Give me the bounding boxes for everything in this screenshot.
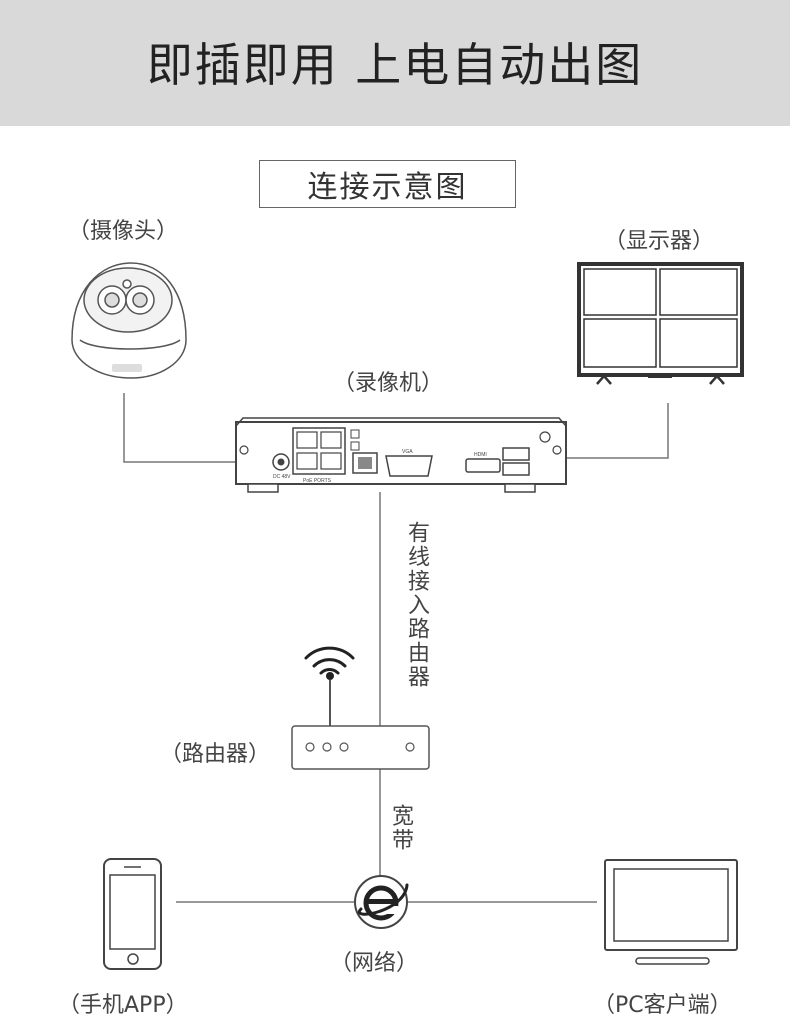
camera-icon — [71, 262, 187, 379]
phone-label: （手机APP） — [58, 993, 188, 1018]
nvr-hdmi-label: HDMI — [474, 452, 487, 458]
wifi-icon — [304, 646, 355, 680]
header-banner: 即插即用 上电自动出图 — [0, 0, 790, 126]
pc-label: （PC客户端） — [593, 993, 732, 1018]
nvr-dc-label: DC 48V — [273, 474, 291, 480]
internet-icon — [354, 875, 409, 929]
connection-lines — [123, 393, 669, 903]
nvr-poe-label: PoE PORTS — [303, 478, 332, 484]
monitor-label: （显示器） — [604, 229, 715, 254]
wired-router-label: 有线接入路由器 — [404, 521, 429, 689]
router-label: （路由器） — [160, 742, 271, 767]
diagram-title-box: 连接示意图 — [259, 160, 516, 208]
camera-label: （摄像头） — [68, 219, 179, 244]
nvr-label: （录像机） — [333, 371, 444, 396]
page-title: 即插即用 上电自动出图 — [146, 38, 644, 92]
nvr-port-labels: PoE PORTS VGA HDMI DC 48V — [273, 449, 487, 484]
nvr-icon — [235, 417, 567, 493]
pc-icon — [604, 859, 738, 965]
nvr-vga-label: VGA — [402, 449, 413, 455]
nvr-monitor-line — [566, 403, 669, 459]
monitor-icon — [577, 262, 744, 385]
camera-nvr-line — [123, 393, 236, 463]
diagram-title: 连接示意图 — [307, 170, 468, 205]
broadband-label: 宽带 — [388, 804, 413, 852]
network-label: （网络） — [330, 951, 419, 976]
router-icon — [291, 680, 430, 770]
phone-icon — [103, 858, 162, 970]
